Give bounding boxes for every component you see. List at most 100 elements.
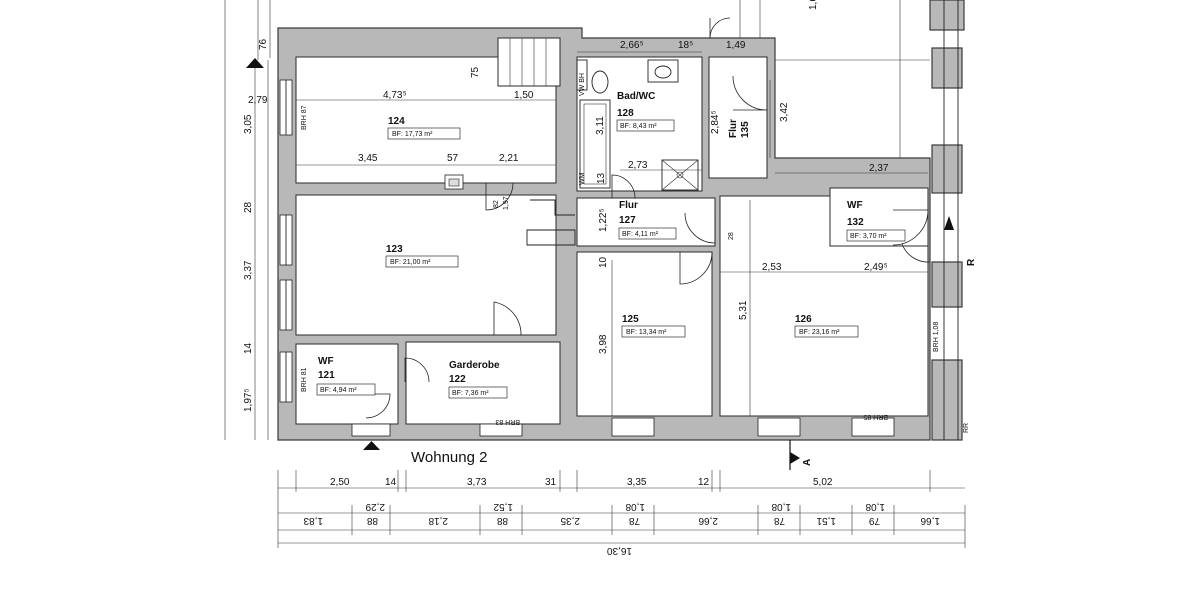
bottom-r2-2: 1,08 bbox=[625, 501, 645, 512]
dim-d2: 1,50 bbox=[514, 90, 534, 101]
room-122-floor bbox=[405, 341, 561, 425]
interior-dim-lines bbox=[254, 51, 928, 440]
bottom-r1-3: 31 bbox=[545, 477, 557, 488]
dim-d1: 4,73⁵ bbox=[383, 90, 407, 101]
dim-l9: BRH 81 bbox=[301, 367, 308, 392]
right-facade bbox=[929, 0, 965, 441]
label-rr: RR bbox=[963, 423, 970, 433]
dim-l1: 76 bbox=[258, 38, 269, 50]
bottom-row2: 2,29 1,52 1,08 1,08 1,08 bbox=[365, 501, 885, 512]
room-126: 126 BF: 23,16 m² bbox=[794, 314, 859, 338]
room-121: WF 121 BF: 4,94 m² bbox=[316, 356, 376, 396]
room-125-area: BF: 13,34 m² bbox=[626, 329, 667, 336]
room-135-number: 135 bbox=[740, 121, 751, 138]
dim-d12: 2,49⁵ bbox=[864, 262, 888, 273]
room-124: 124 BF: 17,73 m² bbox=[387, 116, 461, 140]
bottom-r3-7: 78 bbox=[773, 515, 785, 526]
context-lines bbox=[224, 0, 930, 440]
dim-l8: BRH 87 bbox=[301, 105, 308, 130]
bottom-dim-lines bbox=[277, 470, 966, 548]
room-123-area: BF: 21,00 m² bbox=[390, 259, 431, 266]
room-128-number: 128 bbox=[617, 108, 634, 119]
room-132-name: WF bbox=[847, 200, 863, 211]
room-127: Flur 127 BF: 4,11 m² bbox=[618, 200, 677, 240]
dim-l7: 2,79 bbox=[248, 95, 268, 106]
dim-d19: 5,31 bbox=[738, 300, 749, 320]
label-brh108: BRH 1,08 bbox=[933, 322, 940, 352]
dim-d18: 3,98 bbox=[598, 334, 609, 354]
walls bbox=[277, 27, 931, 441]
dim-d3: 3,45 bbox=[358, 153, 378, 164]
stair-well bbox=[497, 37, 561, 87]
dim-l2: 3,05 bbox=[243, 114, 254, 134]
bottom-r1-5: 12 bbox=[698, 477, 710, 488]
room-135-name: Flur bbox=[728, 119, 739, 138]
room-122-name: Garderobe bbox=[449, 360, 500, 371]
doors bbox=[365, 75, 931, 419]
entry-marker-top bbox=[246, 58, 264, 68]
bottom-r3-9: 79 bbox=[868, 515, 880, 526]
room-127-number: 127 bbox=[619, 215, 636, 226]
room-132: WF 132 BF: 3,70 m² bbox=[846, 200, 906, 242]
room-135: Flur 135 bbox=[728, 119, 751, 138]
dim-d20: 75 bbox=[470, 66, 481, 78]
dim-d5: 2,21 bbox=[499, 153, 519, 164]
bottom-r1-6: 5,02 bbox=[813, 477, 833, 488]
room-123: 123 BF: 21,00 m² bbox=[385, 244, 459, 268]
dim-l3: 28 bbox=[243, 201, 254, 213]
room-132-area: BF: 3,70 m² bbox=[850, 233, 887, 240]
dim-d14: 2,84⁵ bbox=[710, 110, 721, 134]
dim-l4: 3,37 bbox=[243, 260, 254, 280]
room-128: Bad/WC 128 BF: 8,43 m² bbox=[616, 91, 675, 132]
bottom-row1: 2,50 14 3,73 31 3,35 12 5,02 bbox=[330, 477, 833, 488]
room-126-area: BF: 23,16 m² bbox=[799, 329, 840, 336]
label-bath-13: 13 bbox=[596, 172, 607, 184]
bottom-r1-4: 3,35 bbox=[627, 477, 647, 488]
dim-d6: 2,66⁵ bbox=[620, 40, 644, 51]
left-dimensions: 76 3,05 28 3,37 14 1,97⁵ 2,79 BRH 87 BRH… bbox=[243, 38, 308, 412]
dim-d4: 57 bbox=[447, 153, 459, 164]
bottom-r2-1: 1,52 bbox=[493, 501, 513, 512]
interior-dimensions: 4,73⁵ 1,50 3,45 57 2,21 2,66⁵ 18⁵ 1,49 2… bbox=[358, 0, 889, 354]
bottom-r2-3: 1,08 bbox=[771, 501, 791, 512]
bottom-r3-5: 78 bbox=[628, 515, 640, 526]
room-123-number: 123 bbox=[386, 244, 403, 255]
bottom-r3-4: 2,35 bbox=[560, 515, 580, 526]
room-124-number: 124 bbox=[388, 116, 405, 127]
room-127-name: Flur bbox=[619, 200, 638, 211]
dim-d17: 10 bbox=[598, 256, 609, 268]
room-125-number: 125 bbox=[622, 314, 639, 325]
bath-fixtures bbox=[576, 59, 699, 191]
label-door-82: 82 bbox=[493, 200, 500, 208]
room-125: 125 BF: 13,34 m² bbox=[621, 314, 686, 338]
entry-marker-left bbox=[363, 441, 380, 450]
bottom-r2-4: 1,08 bbox=[865, 501, 885, 512]
room-122: Garderobe 122 BF: 7,36 m² bbox=[448, 360, 508, 399]
room-135-floor bbox=[708, 56, 768, 179]
dim-d15: 3,11 bbox=[595, 116, 606, 135]
label-door-197: 1,97 bbox=[503, 196, 510, 210]
bottom-r1-2: 3,73 bbox=[467, 477, 487, 488]
room-122-number: 122 bbox=[449, 374, 466, 385]
bottom-r2-0: 2,29 bbox=[365, 501, 385, 512]
bottom-row3: 1,83 88 2,18 88 2,35 78 2,66 78 1,51 79 … bbox=[303, 515, 940, 526]
dim-d16: 1,22⁵ bbox=[598, 208, 609, 232]
room-128-area: BF: 8,43 m² bbox=[620, 123, 657, 130]
room-128-name: Bad/WC bbox=[617, 91, 655, 102]
room-121-area: BF: 4,94 m² bbox=[320, 387, 357, 394]
bottom-r3-2: 2,18 bbox=[428, 515, 448, 526]
dim-d11: 2,53 bbox=[762, 262, 782, 273]
left-windows bbox=[279, 79, 293, 403]
label-vwbh: VW BH bbox=[579, 73, 586, 96]
dim-d10: 2,37 bbox=[869, 163, 889, 174]
dim-d9: 2,73 bbox=[628, 160, 648, 171]
bottom-r3-0: 1,83 bbox=[303, 515, 323, 526]
bottom-r3-10: 1,66 bbox=[920, 515, 940, 526]
label-section-a: A bbox=[802, 459, 813, 466]
room-124-area: BF: 17,73 m² bbox=[392, 131, 433, 138]
room-127-area: BF: 4,11 m² bbox=[622, 231, 659, 238]
section-marker-r bbox=[944, 216, 954, 230]
room-122-area: BF: 7,36 m² bbox=[452, 390, 489, 397]
bottom-r3-6: 2,66 bbox=[698, 515, 718, 526]
